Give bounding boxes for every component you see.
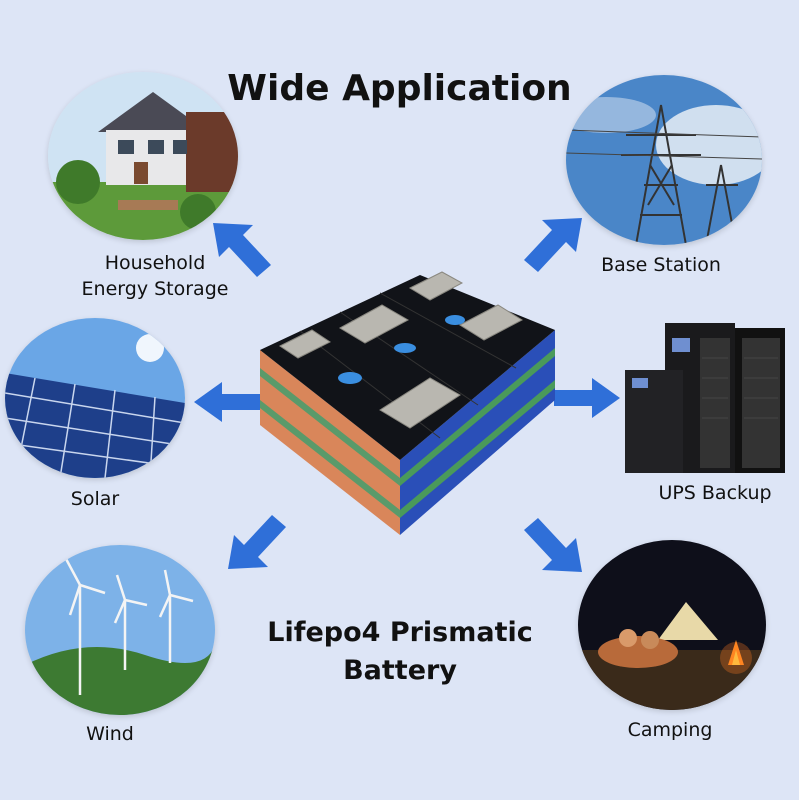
wind-label: Wind [86,723,134,745]
ups-image [620,318,790,478]
wind-image [25,545,215,715]
base-station-label: Base Station [601,254,721,276]
camping-image [578,540,766,710]
page-title: Wide Application [227,68,572,109]
household-image [48,72,238,240]
base-station-image [566,75,762,245]
product-name: Lifepo4 Prismatic Battery [267,617,533,686]
battery-pack-image [260,271,555,535]
arrow-down-right-icon [524,518,582,572]
arrow-up-right-icon [524,218,582,272]
arrow-right-icon [554,378,620,418]
camping-label: Camping [627,719,713,741]
arrow-left-icon [194,382,260,422]
household-label: Household Energy Storage [81,252,229,300]
arrow-down-left-icon [228,515,286,569]
arrow-up-left-icon [213,223,271,277]
ups-label: UPS Backup [658,482,772,504]
solar-image [5,318,185,478]
solar-label: Solar [70,488,120,510]
